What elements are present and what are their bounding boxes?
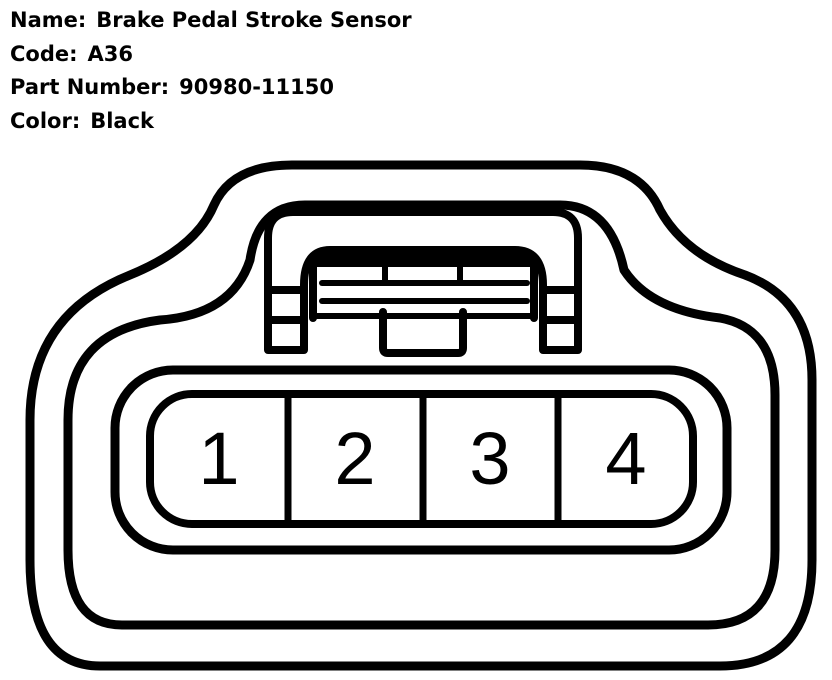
cavity-outer bbox=[110, 365, 732, 555]
housing-outer bbox=[25, 160, 817, 671]
color-value: Black bbox=[90, 108, 155, 133]
housing-inner bbox=[63, 200, 780, 630]
latch-side-left bbox=[264, 286, 308, 324]
part-number-value: 90980-11150 bbox=[179, 75, 334, 99]
color-label: Color: bbox=[10, 108, 81, 133]
pin-label-1: 1 bbox=[198, 417, 239, 500]
latch-side-right bbox=[539, 286, 582, 324]
info-row-code: Code: A36 bbox=[10, 38, 412, 72]
pin-labels: 1 2 3 4 bbox=[198, 417, 646, 500]
part-number-label: Part Number: bbox=[10, 75, 170, 99]
info-row-part-number: Part Number: 90980-11150 bbox=[10, 71, 412, 105]
latch-inner-frame bbox=[309, 254, 538, 322]
info-row-name: Name: Brake Pedal Stroke Sensor bbox=[10, 4, 412, 38]
pin-label-3: 3 bbox=[469, 417, 510, 500]
name-value: Brake Pedal Stroke Sensor bbox=[96, 8, 412, 32]
pin-label-2: 2 bbox=[334, 417, 375, 500]
code-label: Code: bbox=[10, 41, 78, 66]
name-label: Name: bbox=[10, 8, 87, 32]
latch-rail-dividers bbox=[382, 261, 463, 286]
pin-label-4: 4 bbox=[605, 417, 646, 500]
connector-info: Name:Brake Pedal Stroke Sensor Code:A36 … bbox=[10, 4, 412, 138]
latch-tab bbox=[379, 308, 467, 357]
code-value: A36 bbox=[87, 41, 133, 66]
info-row-color: Color: Black bbox=[10, 105, 412, 139]
